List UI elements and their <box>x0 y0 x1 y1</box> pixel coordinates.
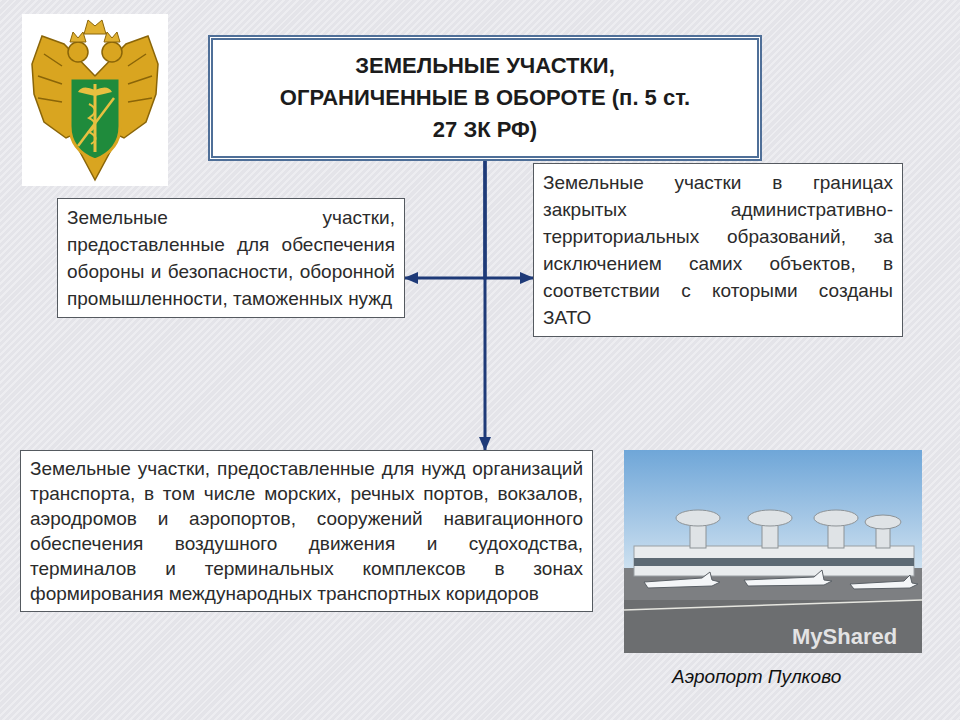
shield <box>70 78 120 160</box>
crown <box>84 20 106 34</box>
customs-emblem <box>22 14 168 186</box>
terminal-towers <box>676 510 901 548</box>
category-box: Земельные участки, предоставленные для н… <box>20 450 593 612</box>
category-box: Земельные участки в границах закрытых ад… <box>533 163 903 337</box>
watermark: MyShared <box>792 624 897 650</box>
tarmac <box>624 568 922 653</box>
terminal-building <box>634 546 914 576</box>
airport-photo <box>624 450 922 653</box>
connector-arrow <box>484 161 487 450</box>
crown <box>70 32 86 42</box>
category-box: Земельные участки, предоставленные для о… <box>57 198 405 318</box>
caduceus-wings <box>78 87 112 96</box>
box-text: Земельные участки, предоставленные для о… <box>67 204 395 312</box>
box-text: Земельные участки в границах закрытых ад… <box>543 169 893 331</box>
crown <box>104 32 120 42</box>
box-text: ЗЕМЕЛЬНЫЕ УЧАСТКИ, ОГРАНИЧЕННЫЕ В ОБОРОТ… <box>273 50 697 146</box>
title-box: ЗЕМЕЛЬНЫЕ УЧАСТКИ, ОГРАНИЧЕННЫЕ В ОБОРОТ… <box>208 35 762 161</box>
runway-marking <box>624 600 922 610</box>
aircraft <box>644 570 918 589</box>
box-text: Земельные участки, предоставленные для н… <box>30 456 583 606</box>
connector-arrow <box>485 161 533 278</box>
eagle-head <box>68 42 88 62</box>
emblem-ground <box>22 14 168 186</box>
tarmac <box>624 600 922 653</box>
terminal-windows <box>634 558 914 566</box>
photo-caption: Аэропорт Пулково <box>672 666 841 688</box>
sky <box>624 450 922 580</box>
key <box>78 98 114 146</box>
eagle-head <box>102 42 122 62</box>
connector-arrow <box>405 161 485 278</box>
